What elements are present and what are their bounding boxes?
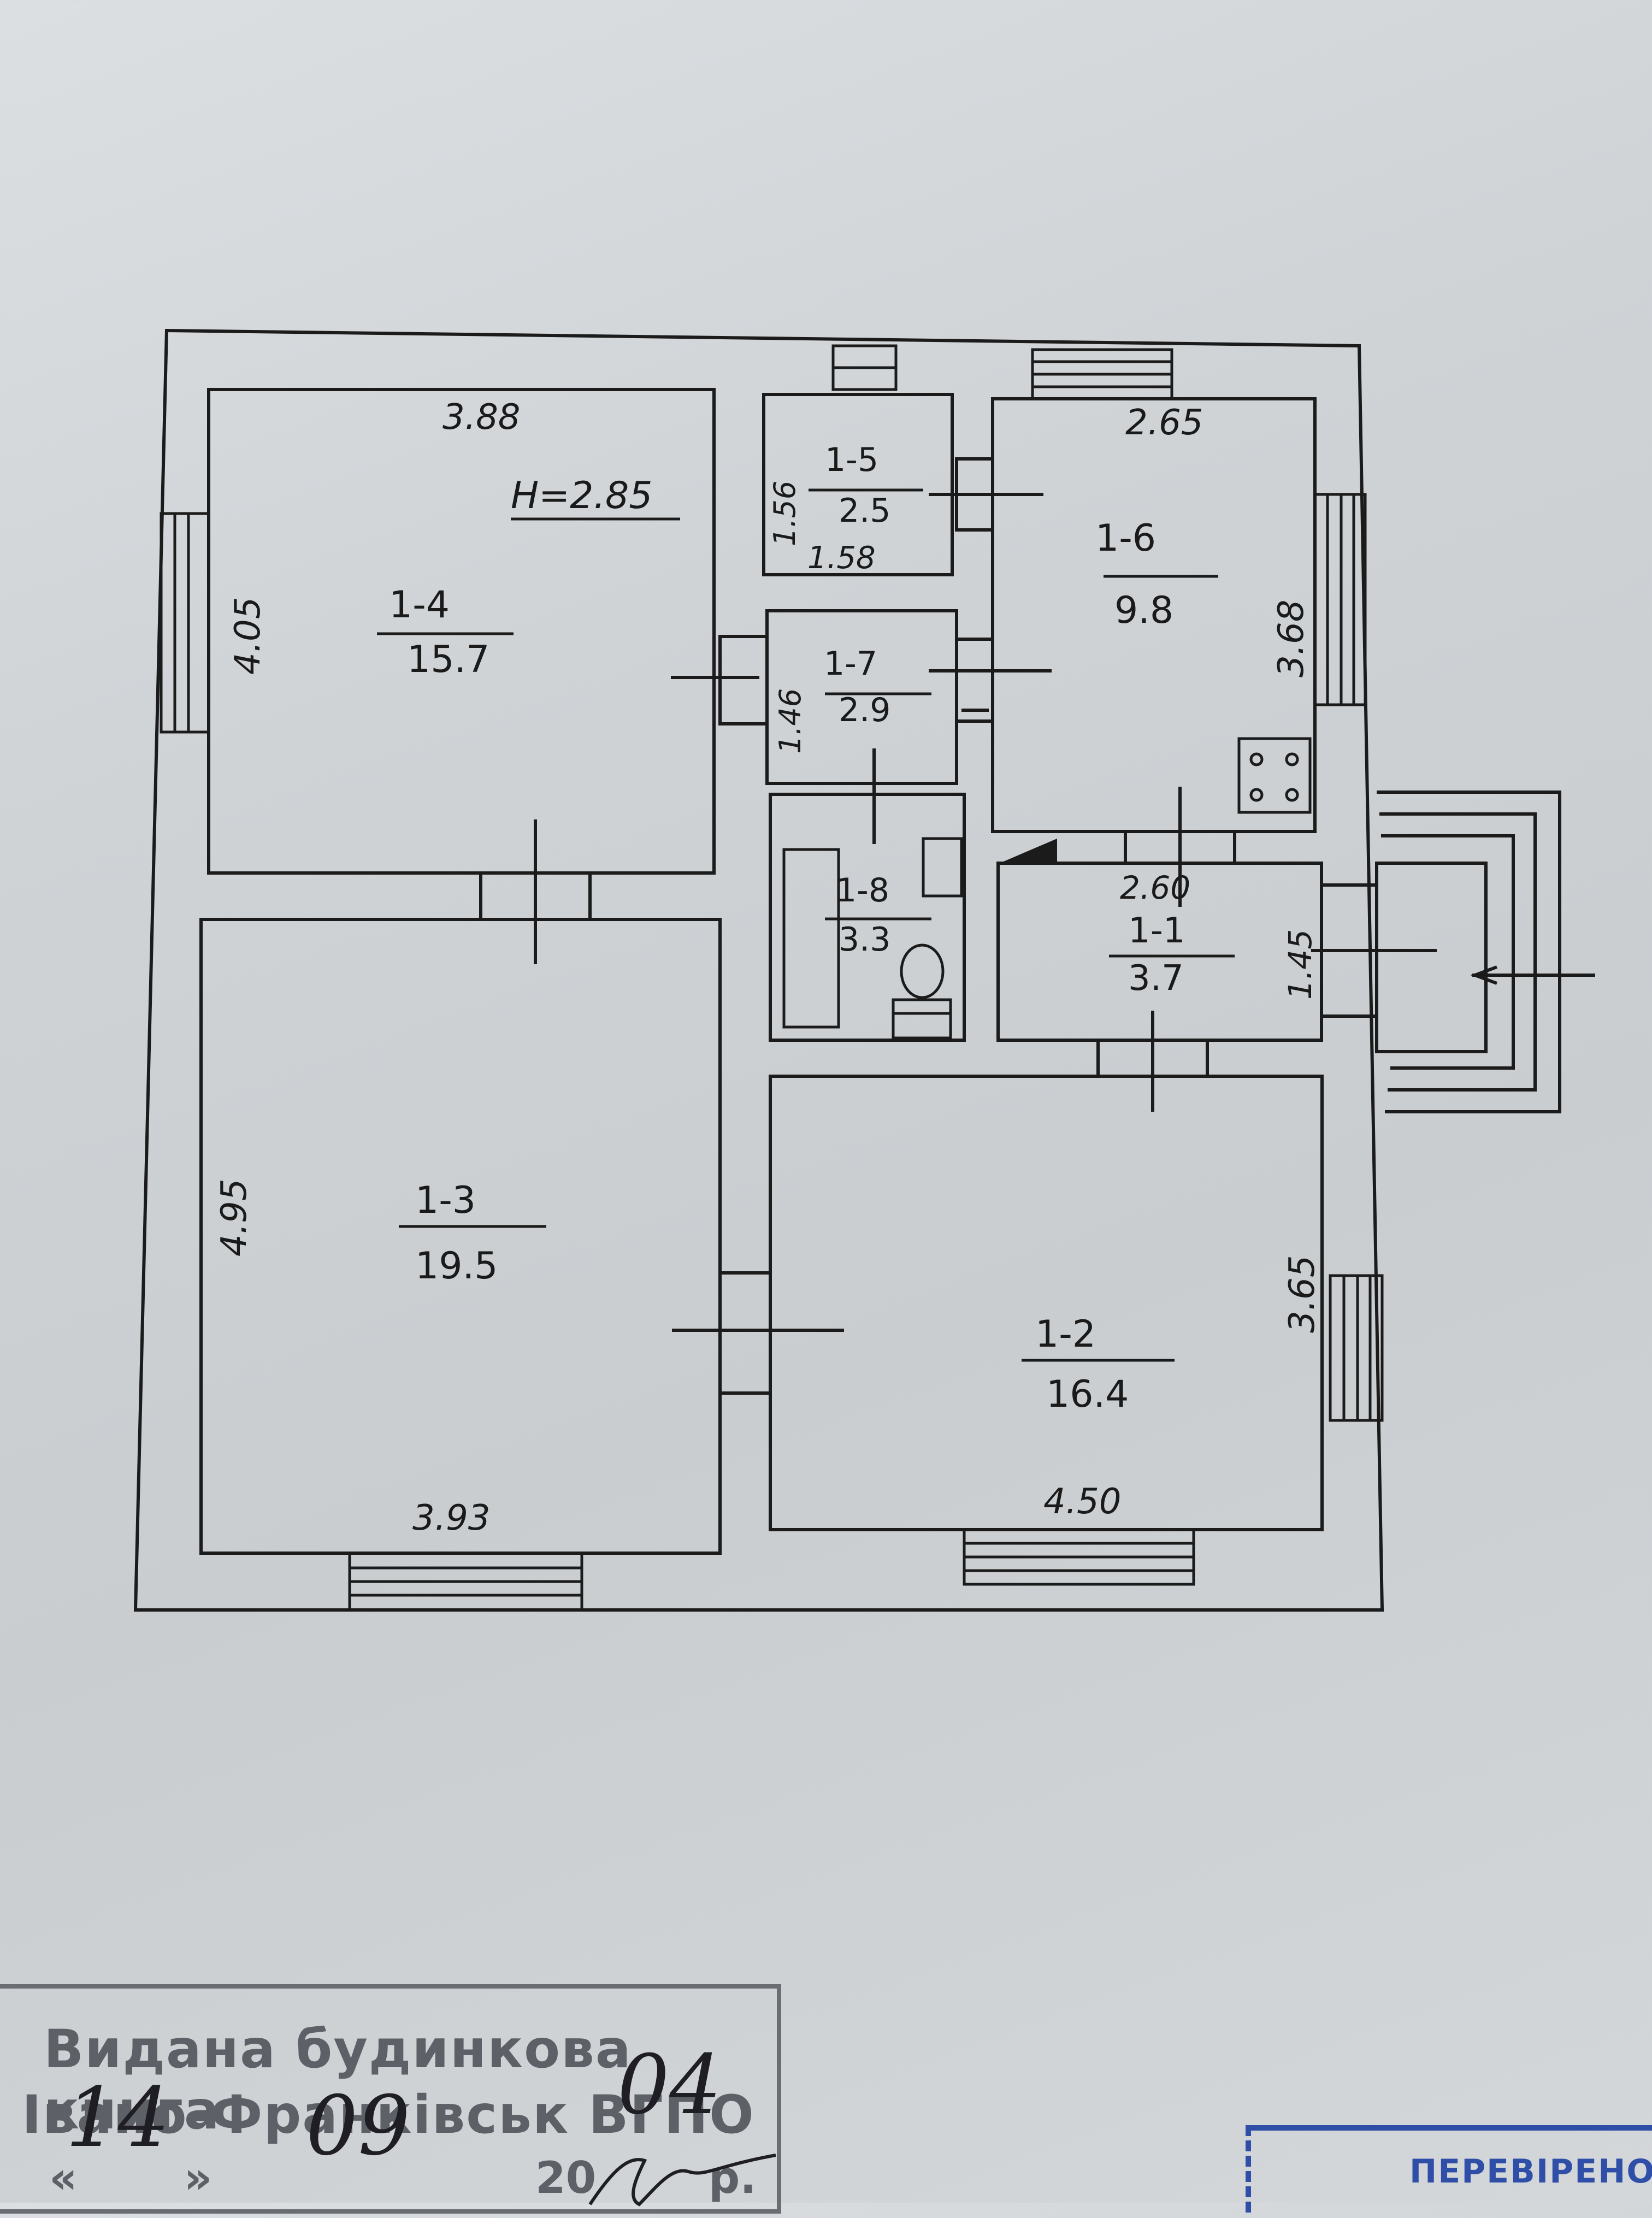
room-1-2-outline — [769, 1075, 1324, 1531]
dim-1-4-height: 4.05 — [228, 597, 268, 675]
room-1-3-outline — [199, 918, 722, 1555]
boiler-mark — [1000, 839, 1057, 863]
sink — [922, 837, 963, 898]
stamp-year-prefix: 20 — [535, 2152, 597, 2203]
room-id-1-5: 1-5 — [825, 441, 878, 479]
window-south-1 — [348, 1552, 583, 1612]
room-1-8-outline — [769, 793, 966, 1042]
room-1-5-outline — [762, 393, 954, 576]
room-id-1-6: 1-6 — [1095, 517, 1156, 560]
bathtub — [782, 848, 840, 1029]
room-area-1-3: 19.5 — [415, 1244, 498, 1288]
room-id-1-7: 1-7 — [824, 645, 877, 683]
dim-1-7-height: 1.46 — [773, 688, 807, 754]
room-id-1-2: 1-2 — [1035, 1313, 1096, 1356]
window-north-2 — [1031, 348, 1173, 400]
handwritten-month: 09 — [306, 2079, 410, 2174]
signature — [588, 2154, 776, 2207]
porch-inner-2 — [1381, 834, 1515, 1070]
handwritten-year: 04 — [617, 2038, 722, 2133]
verified-stamp: ПЕРЕВІРЕНО — [1246, 2125, 1652, 2213]
window-west — [160, 512, 210, 734]
room-area-1-8: 3.3 — [839, 921, 890, 959]
room-area-1-2: 16.4 — [1046, 1373, 1129, 1416]
dim-1-3-width: 3.93 — [412, 1498, 491, 1538]
dim-1-6-width: 2.65 — [1125, 403, 1203, 443]
room-id-1-3: 1-3 — [415, 1179, 476, 1222]
window-east-1 — [1313, 493, 1367, 706]
stamp-quote-close: » — [184, 2152, 213, 2203]
ceiling-height-note: H=2.85 — [511, 474, 653, 517]
stamp-date-line: « » — [49, 2152, 212, 2203]
window-east-2 — [1329, 1274, 1384, 1422]
stove — [1237, 737, 1312, 814]
room-area-1-6: 9.8 — [1114, 589, 1173, 632]
dim-1-5-width: 1.58 — [807, 540, 876, 576]
room-1-4-outline — [207, 388, 716, 875]
house-book-stamp: Видана будинкова книга Івано-Франківськ … — [0, 1984, 781, 2214]
dim-1-1-height: 1.45 — [1282, 929, 1319, 1000]
handwritten-day: 14 — [66, 2070, 170, 2166]
dim-1-1-width: 2.60 — [1120, 869, 1190, 906]
room-area-1-5: 2.5 — [839, 492, 890, 530]
window-north-1 — [831, 344, 898, 391]
porch-step — [1375, 862, 1488, 1053]
room-area-1-7: 2.9 — [839, 691, 890, 729]
dim-1-3-height: 4.95 — [214, 1179, 255, 1257]
room-id-1-1: 1-1 — [1128, 911, 1185, 951]
room-id-1-4: 1-4 — [389, 583, 450, 627]
dim-1-6-height: 3.68 — [1271, 600, 1312, 678]
window-south-2 — [963, 1528, 1195, 1586]
dim-1-4-width: 3.88 — [442, 397, 521, 438]
dim-1-5-height: 1.56 — [768, 481, 802, 546]
toilet — [900, 943, 945, 999]
verified-stamp-text: ПЕРЕВІРЕНО — [1409, 2152, 1652, 2191]
porch-inner — [1379, 812, 1537, 1092]
dim-1-2-height: 3.65 — [1282, 1255, 1323, 1334]
room-area-1-1: 3.7 — [1128, 958, 1184, 999]
outer-wall — [133, 328, 1384, 1612]
dim-1-2-width: 4.50 — [1043, 1482, 1122, 1522]
stamp-line-2: Івано-Франківськ ВГПО — [22, 2084, 755, 2145]
room-id-1-8: 1-8 — [836, 871, 889, 910]
stamp-quote-open: « — [49, 2152, 78, 2203]
stamp-line-1: Видана будинкова книга — [44, 2019, 632, 2141]
room-area-1-4: 15.7 — [407, 638, 489, 681]
porch-outline — [1377, 791, 1561, 1113]
